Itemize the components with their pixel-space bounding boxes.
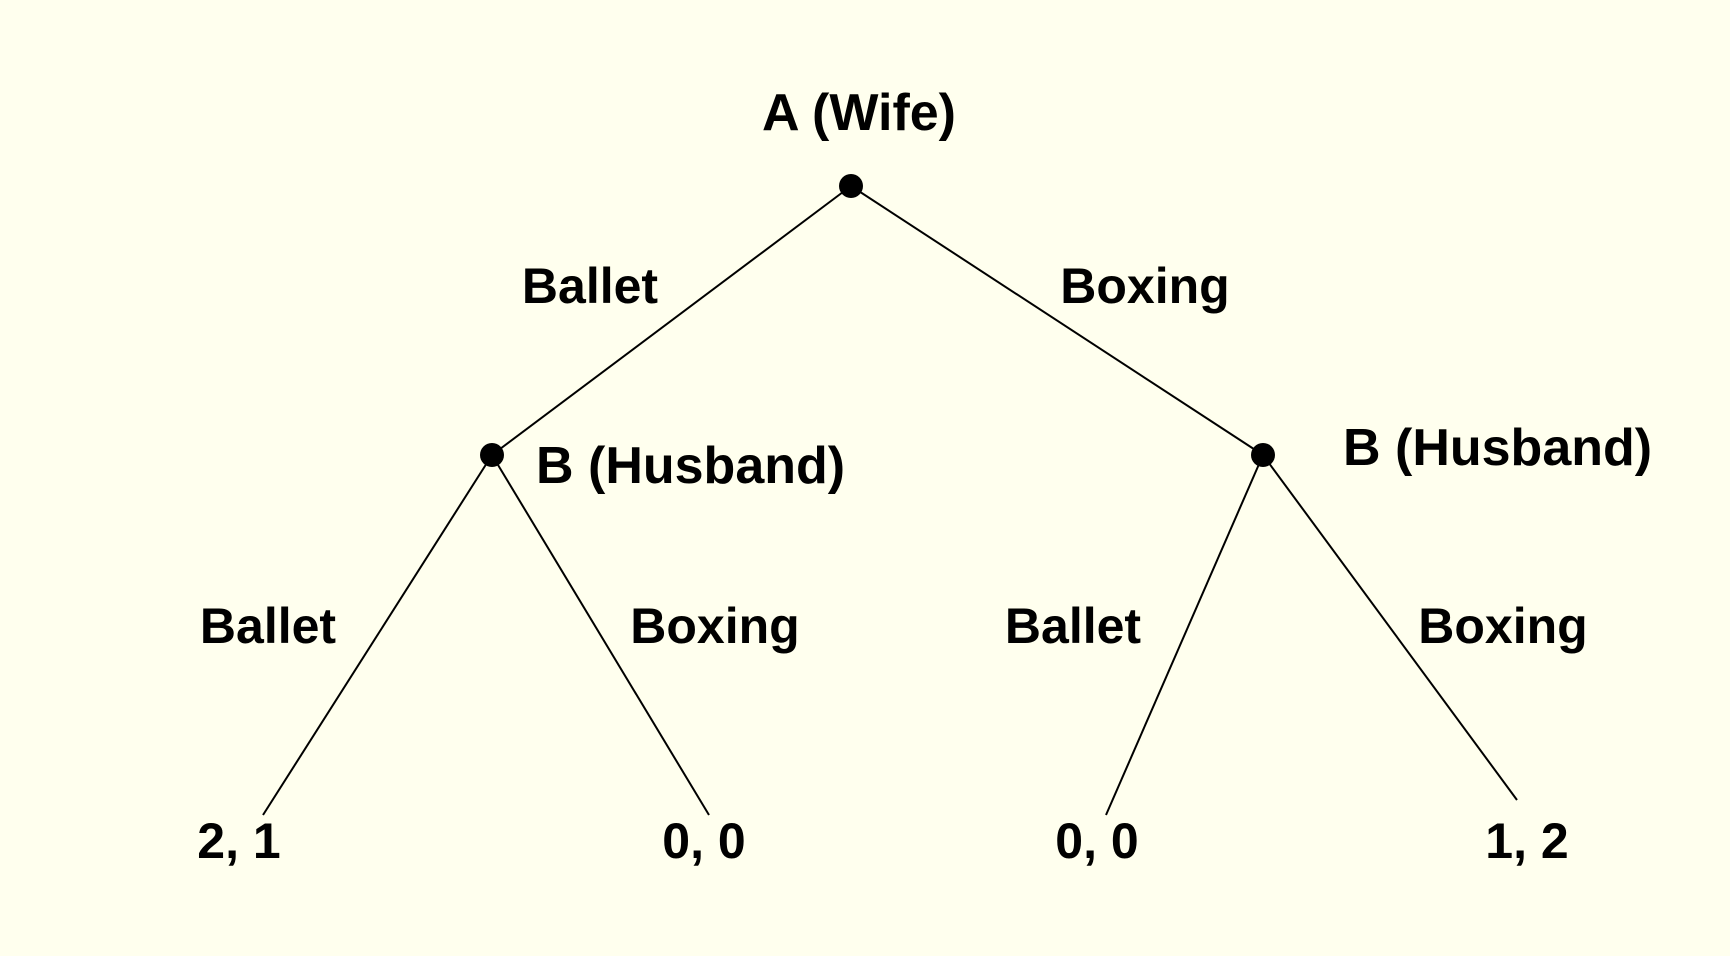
right-decision-node	[1251, 443, 1275, 467]
payoff-ballet-boxing: 0, 0	[662, 813, 745, 869]
left-player-label: B (Husband)	[536, 437, 845, 495]
root-decision-node	[839, 174, 863, 198]
edge-left-boxing	[491, 454, 710, 816]
left-decision-node	[480, 443, 504, 467]
edge-root-ballet	[491, 185, 852, 456]
root-player-label: A (Wife)	[762, 84, 956, 142]
left-boxing-action-label: Boxing	[630, 598, 799, 654]
edge-right-ballet	[1105, 454, 1264, 816]
edge-right-boxing	[1262, 454, 1518, 801]
right-boxing-action-label: Boxing	[1418, 598, 1587, 654]
payoff-boxing-ballet: 0, 0	[1055, 813, 1138, 869]
edge-left-ballet	[262, 454, 493, 816]
payoff-ballet-ballet: 2, 1	[197, 813, 280, 869]
root-boxing-action-label: Boxing	[1060, 258, 1229, 314]
left-ballet-action-label: Ballet	[200, 598, 337, 654]
payoff-boxing-boxing: 1, 2	[1485, 813, 1568, 869]
right-ballet-action-label: Ballet	[1005, 598, 1142, 654]
root-ballet-action-label: Ballet	[522, 258, 659, 314]
right-player-label: B (Husband)	[1343, 419, 1652, 477]
edge-root-boxing	[850, 185, 1264, 456]
